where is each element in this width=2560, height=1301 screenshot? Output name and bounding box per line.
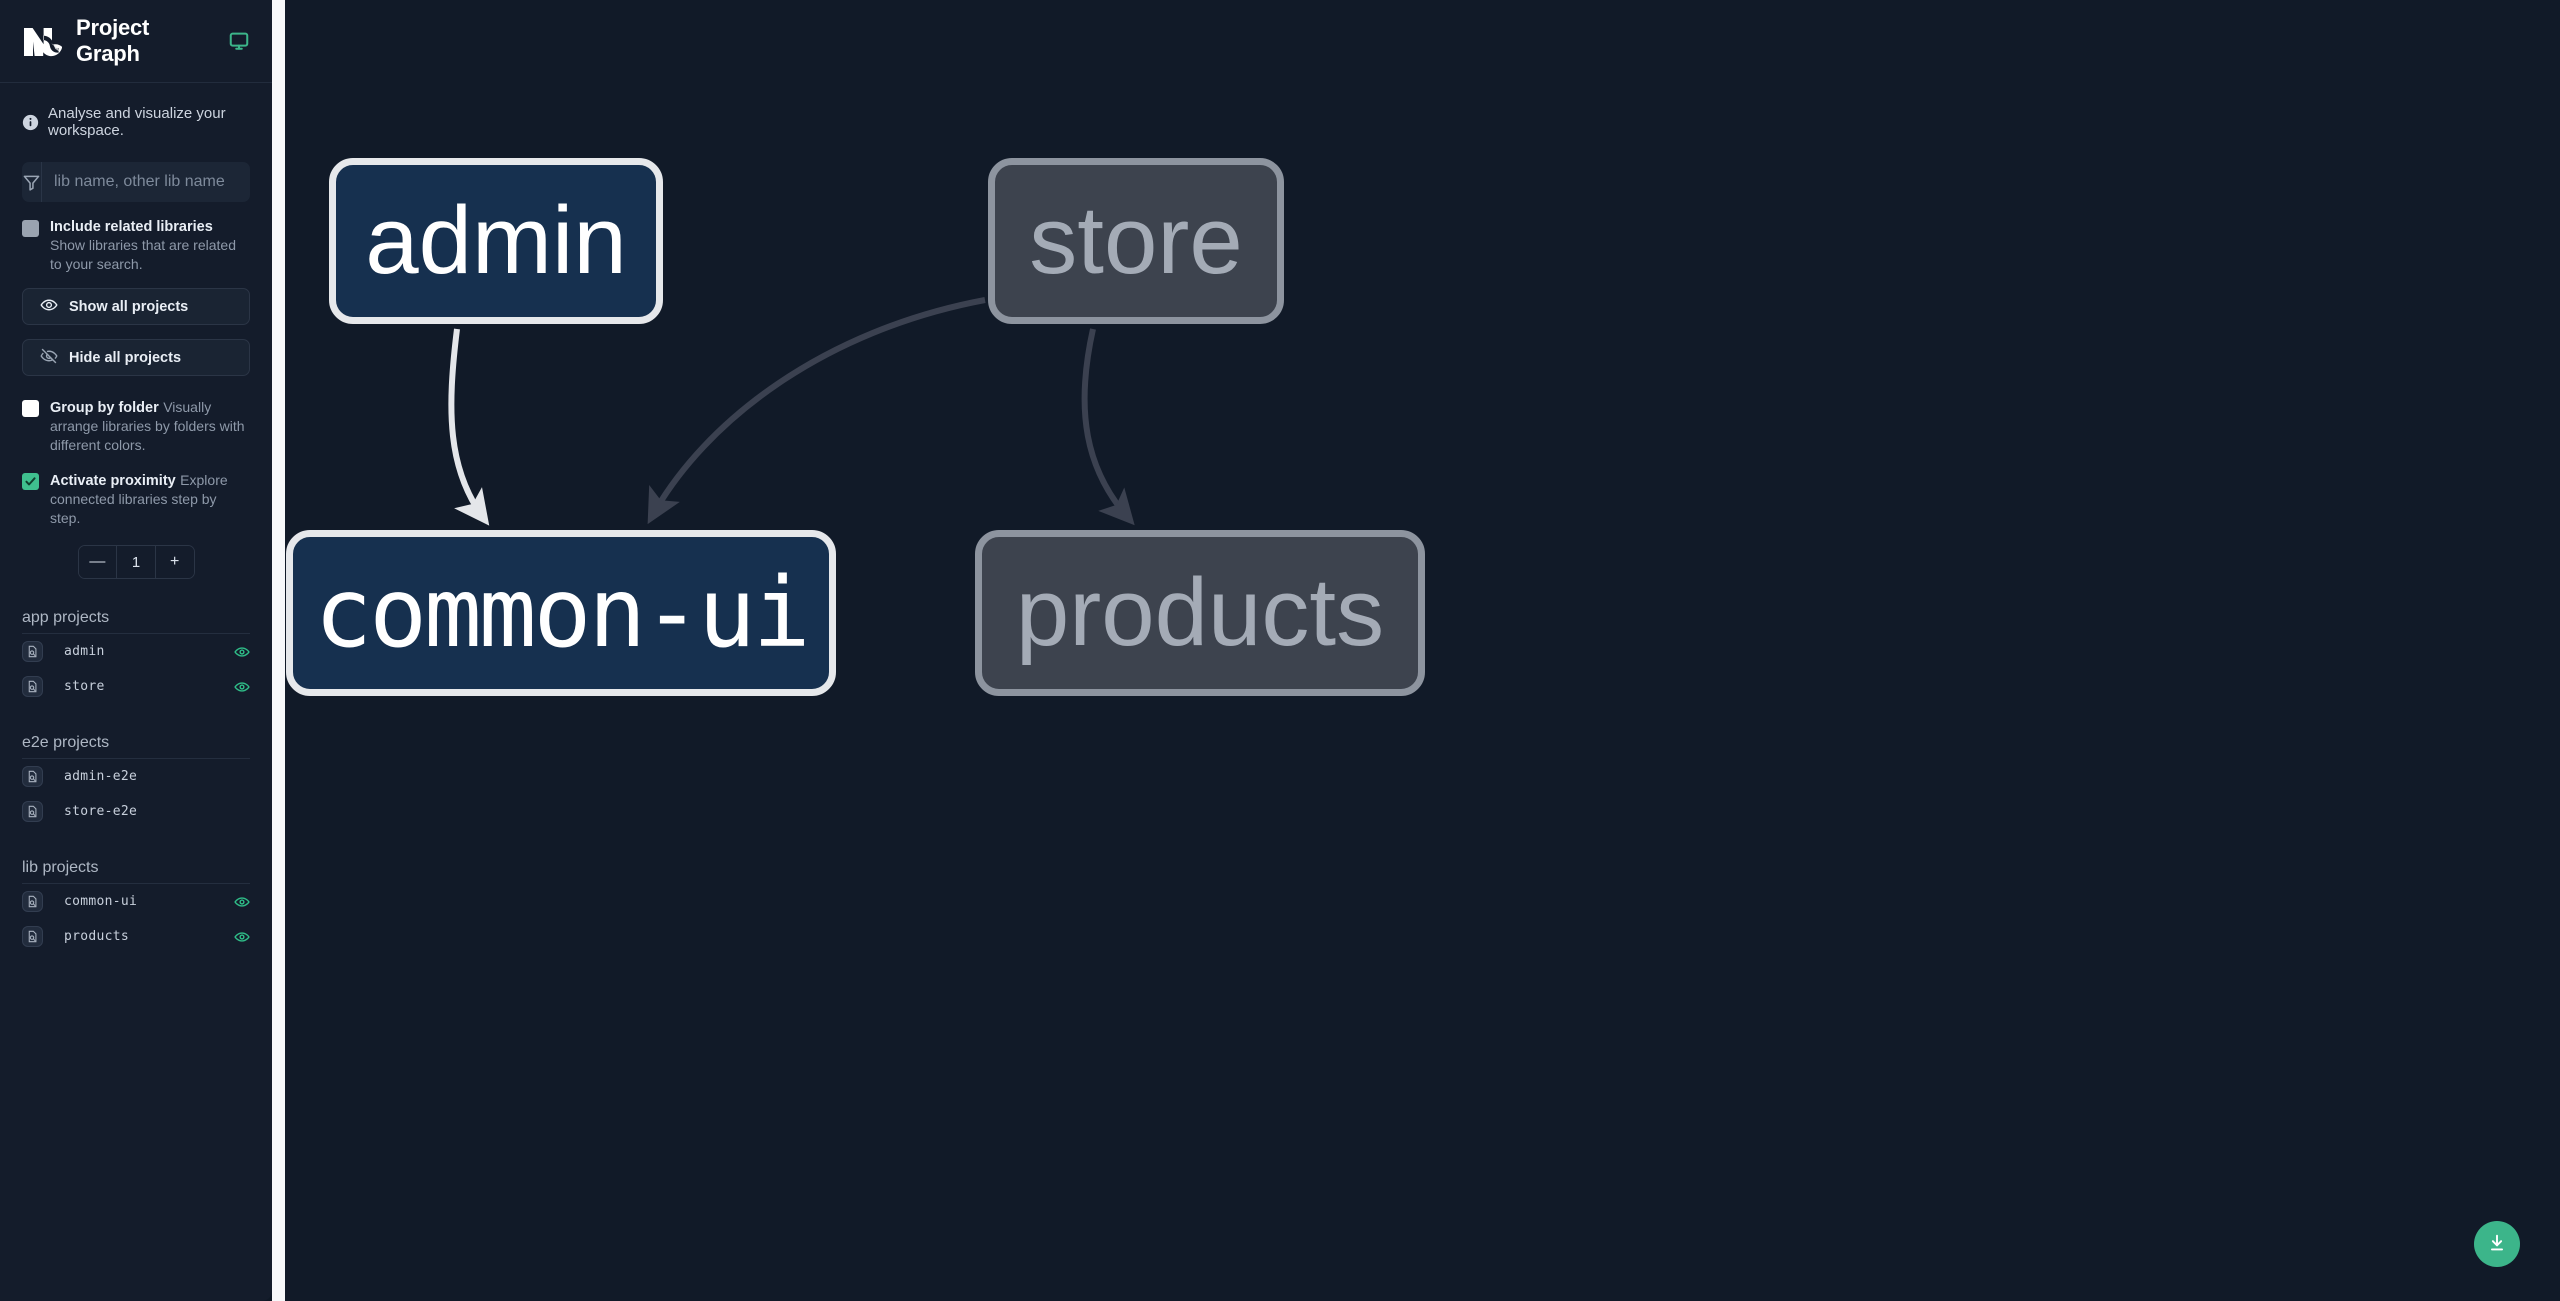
project-row-store-e2e[interactable]: store-e2e bbox=[22, 794, 250, 829]
project-name: admin-e2e bbox=[64, 769, 138, 785]
option-include-related-libraries[interactable]: Include related libraries Show libraries… bbox=[22, 218, 250, 274]
checkbox-activate-proximity[interactable] bbox=[22, 473, 39, 491]
project-name: store-e2e bbox=[64, 804, 138, 820]
page-title: Project Graph bbox=[76, 15, 150, 66]
option-activate-proximity[interactable]: Activate proximity Explore connected lib… bbox=[22, 471, 250, 528]
project-row-admin[interactable]: admin bbox=[22, 634, 250, 669]
graph-node-admin[interactable]: admin bbox=[329, 158, 663, 324]
group-heading-app-projects: app projects bbox=[22, 609, 250, 635]
graph-node-label: common-ui bbox=[314, 557, 810, 669]
option-group-by-folder[interactable]: Group by folder Visually arrange librari… bbox=[22, 398, 250, 455]
option-label: Include related libraries bbox=[50, 219, 213, 235]
project-icon bbox=[22, 891, 43, 913]
project-icon bbox=[22, 926, 43, 948]
sidebar-resize-handle[interactable] bbox=[272, 0, 285, 1301]
monitor-icon[interactable] bbox=[228, 30, 250, 52]
proximity-increment-button[interactable]: + bbox=[155, 546, 194, 579]
info-icon bbox=[22, 114, 39, 131]
project-row-products[interactable]: products bbox=[22, 919, 250, 954]
option-description: Visually arrange libraries by folders wi… bbox=[50, 399, 245, 454]
project-visibility-eye-icon[interactable] bbox=[234, 894, 250, 910]
show-all-projects-button[interactable]: Show all projects bbox=[22, 288, 250, 326]
sidebar-body: Include related libraries Show libraries… bbox=[0, 162, 272, 954]
option-label: Group by folder bbox=[50, 400, 159, 417]
tagline-text: Analyse and visualize your workspace. bbox=[48, 105, 226, 139]
proximity-stepper: — 1 + bbox=[77, 545, 195, 580]
project-row-common-ui[interactable]: common-ui bbox=[22, 884, 250, 919]
sidebar: Project Graph Analyse and visualize your… bbox=[0, 0, 272, 1301]
option-description: Show libraries that are related to your … bbox=[50, 237, 236, 273]
eye-off-icon bbox=[40, 347, 58, 369]
group-heading-lib-projects: lib projects bbox=[22, 859, 250, 885]
project-name: common-ui bbox=[64, 894, 138, 910]
option-description: Explore connected libraries step by step… bbox=[50, 472, 228, 527]
checkbox-include-related-libraries[interactable] bbox=[22, 220, 39, 237]
project-icon bbox=[22, 641, 43, 663]
project-icon bbox=[22, 801, 43, 823]
edge-store-to-products bbox=[1081, 328, 1135, 526]
project-visibility-eye-icon[interactable] bbox=[234, 644, 250, 660]
sidebar-header: Project Graph bbox=[0, 0, 272, 83]
show-all-projects-label: Show all projects bbox=[69, 298, 189, 315]
graph-node-common-ui[interactable]: common-ui bbox=[286, 530, 836, 696]
graph-node-products[interactable]: products bbox=[975, 530, 1425, 696]
project-row-admin-e2e[interactable]: admin-e2e bbox=[22, 759, 250, 794]
eye-icon bbox=[40, 296, 58, 318]
project-visibility-eye-icon[interactable] bbox=[234, 679, 250, 695]
edge-admin-to-common-ui bbox=[448, 328, 490, 526]
graph-canvas[interactable]: admin store common-ui products bbox=[285, 0, 2560, 1301]
checkbox-group-by-folder[interactable] bbox=[22, 400, 39, 418]
project-icon bbox=[22, 766, 43, 788]
project-visibility-eye-icon[interactable] bbox=[234, 929, 250, 945]
project-name: admin bbox=[64, 644, 105, 660]
hide-all-projects-button[interactable]: Hide all projects bbox=[22, 339, 250, 377]
search-input[interactable] bbox=[42, 162, 250, 202]
graph-node-label: products bbox=[1015, 559, 1385, 666]
download-graph-button[interactable] bbox=[2474, 1221, 2520, 1267]
group-heading-e2e-projects: e2e projects bbox=[22, 734, 250, 760]
graph-node-label: admin bbox=[365, 187, 627, 294]
project-icon bbox=[22, 676, 43, 698]
edge-store-to-common-ui bbox=[647, 297, 986, 525]
download-icon bbox=[2486, 1232, 2508, 1257]
proximity-decrement-button[interactable]: — bbox=[78, 546, 117, 579]
project-row-store[interactable]: store bbox=[22, 669, 250, 704]
graph-node-store[interactable]: store bbox=[988, 158, 1284, 324]
search-row bbox=[22, 162, 250, 202]
graph-edges bbox=[448, 297, 1135, 526]
project-name: products bbox=[64, 929, 130, 945]
funnel-icon bbox=[22, 162, 42, 202]
option-label: Activate proximity bbox=[50, 473, 176, 490]
proximity-value: 1 bbox=[116, 546, 156, 579]
graph-node-label: store bbox=[1029, 187, 1243, 294]
hide-all-projects-label: Hide all projects bbox=[69, 349, 182, 366]
sidebar-tagline: Analyse and visualize your workspace. bbox=[0, 83, 272, 139]
nx-logo bbox=[22, 22, 63, 60]
project-name: store bbox=[64, 679, 105, 695]
